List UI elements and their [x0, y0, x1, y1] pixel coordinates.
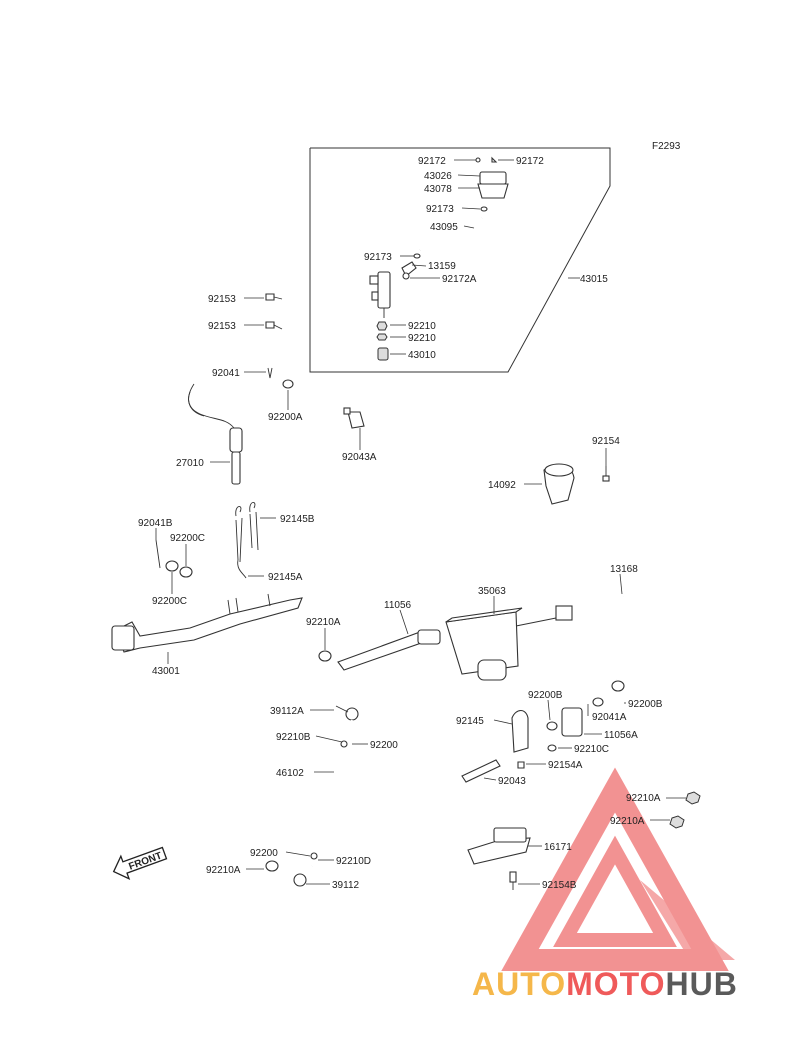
part-label: 35063 [478, 586, 506, 597]
part-label: 92210D [336, 856, 371, 867]
part-label: 92200B [528, 690, 563, 701]
part-label: 39112 [332, 880, 360, 891]
part-label: 92200B [628, 699, 663, 710]
part-label: 92154A [548, 760, 583, 771]
part-label: 43015 [580, 274, 608, 285]
part-label: 92210A [306, 617, 341, 628]
front-arrow: FRONT [112, 846, 168, 881]
part-label: 16171 [544, 842, 572, 853]
bolts-92153 [265, 293, 283, 330]
part-label: 92153 [208, 321, 236, 332]
part-label: 92210A [206, 865, 241, 876]
part-label: 92200C [170, 533, 205, 544]
part-label: 14092 [488, 480, 516, 491]
part-label: 92200C [152, 596, 187, 607]
part-label: 43026 [424, 171, 452, 182]
watermark-logo [501, 767, 735, 971]
bracket-16171 [467, 791, 701, 890]
part-label: 92153 [208, 294, 236, 305]
master-cylinder-box [309, 147, 611, 373]
part-label: 92200A [268, 412, 303, 423]
part-label: 92145A [268, 572, 303, 583]
part-label: 92154 [592, 436, 620, 447]
watermark-text: AUTOMOTOHUB [472, 966, 738, 1002]
part-label: 92200 [370, 740, 398, 751]
part-label: 92210 [408, 333, 436, 344]
part-label: 92041A [592, 712, 627, 723]
part-label: 92043 [498, 776, 526, 787]
part-label: 92173 [426, 204, 454, 215]
part-label: 39112A [270, 706, 304, 717]
part-label: 92172 [418, 156, 446, 167]
part-label: 92145 [456, 716, 484, 727]
part-label: 92145B [280, 514, 315, 525]
part-label: 92154B [542, 880, 577, 891]
part-label: 92210A [626, 793, 661, 804]
part-label: 13159 [428, 261, 456, 272]
cotter-pin-92041 [267, 367, 294, 389]
springs-92145 [235, 502, 259, 579]
lever-11056 [318, 629, 441, 671]
part-label: 92041 [212, 368, 240, 379]
bracket-92043A [343, 407, 365, 429]
part-label: 11056A [604, 730, 638, 741]
master-cylinder-parts [369, 156, 509, 361]
knob-14092 [543, 463, 610, 505]
part-label: 13168 [610, 564, 638, 575]
washers-92200C [155, 539, 193, 578]
part-label: 92210 [408, 321, 436, 332]
part-label: 46102 [276, 768, 304, 779]
tie-rod-46102 [265, 705, 359, 887]
part-label: 43078 [424, 184, 452, 195]
part-label: 92172 [516, 156, 544, 167]
part-label: 43095 [430, 222, 458, 233]
part-label: 92172A [442, 274, 477, 285]
part-label: 92041B [138, 518, 173, 529]
part-label: 92173 [364, 252, 392, 263]
part-label: 43010 [408, 350, 436, 361]
shift-shaft-35063 [445, 605, 573, 681]
part-label: 92210A [610, 816, 645, 827]
part-label: 43001 [152, 666, 180, 677]
part-label: 92210B [276, 732, 311, 743]
brake-switch-27010 [188, 383, 243, 485]
leader-lines [155, 159, 686, 885]
brake-pedal-43001 [111, 593, 303, 653]
part-label: 92043A [342, 452, 377, 463]
figure-code: F2293 [652, 141, 681, 152]
part-label: 92210C [574, 744, 609, 755]
part-labels: 92172 92172 43026 43078 92173 43095 9217… [138, 156, 663, 891]
part-label: 11056 [384, 600, 412, 611]
part-label: 92200 [250, 848, 278, 859]
part-label: 27010 [176, 458, 204, 469]
lever-11056A [461, 707, 583, 783]
shift-rod-13168 [592, 595, 626, 707]
